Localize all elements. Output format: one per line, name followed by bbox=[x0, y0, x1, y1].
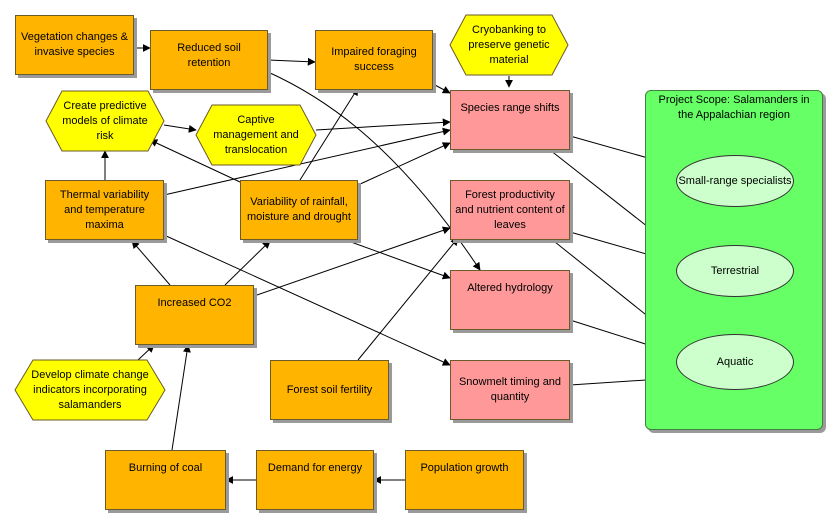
arrow-co2-to-forest bbox=[253, 226, 451, 297]
strategy-captive-management-label: Captive management and translocation bbox=[213, 113, 299, 156]
node-vegetation-changes[interactable]: Vegetation changes & invasive species bbox=[15, 15, 134, 75]
node-forest-productivity[interactable]: Forest productivity and nutrient content… bbox=[450, 180, 570, 240]
arrow-co2-to-rainfall bbox=[224, 240, 271, 286]
node-burning-of-coal[interactable]: Burning of coal bbox=[105, 450, 226, 510]
node-rainfall-variability[interactable]: Variability of rainfall, moisture and dr… bbox=[240, 180, 358, 240]
strategy-climate-indicators[interactable]: Develop climate change indicators incorp… bbox=[14, 359, 166, 421]
hexagon-shape bbox=[195, 104, 317, 166]
node-impaired-foraging[interactable]: Impaired foraging success bbox=[315, 30, 433, 90]
node-reduced-soil-retention[interactable]: Reduced soil retention bbox=[150, 30, 268, 90]
hexagon-shape bbox=[45, 90, 165, 152]
node-population-growth[interactable]: Population growth bbox=[405, 450, 524, 510]
arrow-rainfall-to-range bbox=[357, 142, 451, 186]
node-altered-hydrology[interactable]: Altered hydrology bbox=[450, 270, 570, 330]
node-demand-for-energy[interactable]: Demand for energy bbox=[256, 450, 374, 510]
strategy-predictive-models-label: Create predictive models of climate risk bbox=[62, 99, 148, 142]
arrow-models-to-captive bbox=[163, 124, 197, 133]
strategy-predictive-models[interactable]: Create predictive models of climate risk bbox=[45, 90, 165, 152]
strategy-climate-indicators-label: Develop climate change indicators incorp… bbox=[31, 368, 149, 411]
arrow-co2-to-thermal bbox=[131, 240, 171, 286]
arrow-indicators-to-co2 bbox=[137, 344, 155, 361]
arrow-captive-to-range bbox=[315, 118, 451, 131]
hexagon-shape bbox=[14, 359, 166, 421]
node-thermal-variability[interactable]: Thermal variability and temperature maxi… bbox=[45, 180, 164, 240]
strategy-cryobanking[interactable]: Cryobanking to preserve genetic material bbox=[449, 14, 569, 76]
hexagon-shape bbox=[449, 14, 569, 76]
target-terrestrial[interactable]: Terrestrial bbox=[676, 245, 794, 297]
arrow-soil-to-foraging bbox=[267, 57, 316, 66]
node-snowmelt-timing[interactable]: Snowmelt timing and quantity bbox=[450, 360, 570, 420]
node-species-range-shifts[interactable]: Species range shifts bbox=[450, 90, 570, 150]
node-increased-co2[interactable]: Increased CO2 bbox=[135, 285, 254, 345]
strategy-captive-management[interactable]: Captive management and translocation bbox=[195, 104, 317, 166]
project-scope-title: Project Scope: Salamanders in the Appala… bbox=[658, 94, 810, 121]
strategy-cryobanking-label: Cryobanking to preserve genetic material bbox=[468, 23, 550, 66]
arrow-coal-to-co2 bbox=[171, 344, 191, 451]
arrow-thermal-to-snowmelt bbox=[163, 234, 451, 366]
target-small-range-specialists[interactable]: Small-range specialists bbox=[676, 155, 794, 207]
target-aquatic[interactable]: Aquatic bbox=[676, 334, 794, 390]
arrow-rainfall-to-foraging bbox=[299, 87, 359, 181]
arrow-rainfall-to-models bbox=[149, 139, 241, 183]
arrow-foraging-to-range bbox=[432, 83, 451, 94]
arrow-thermal-to-range bbox=[163, 127, 451, 196]
arrow-rainfall-to-hydrology bbox=[339, 237, 451, 280]
node-forest-soil-fertility[interactable]: Forest soil fertility bbox=[270, 360, 389, 420]
arrow-soilfertility-to-forest bbox=[357, 237, 459, 361]
arrow-soil-to-hydrology bbox=[267, 71, 481, 271]
